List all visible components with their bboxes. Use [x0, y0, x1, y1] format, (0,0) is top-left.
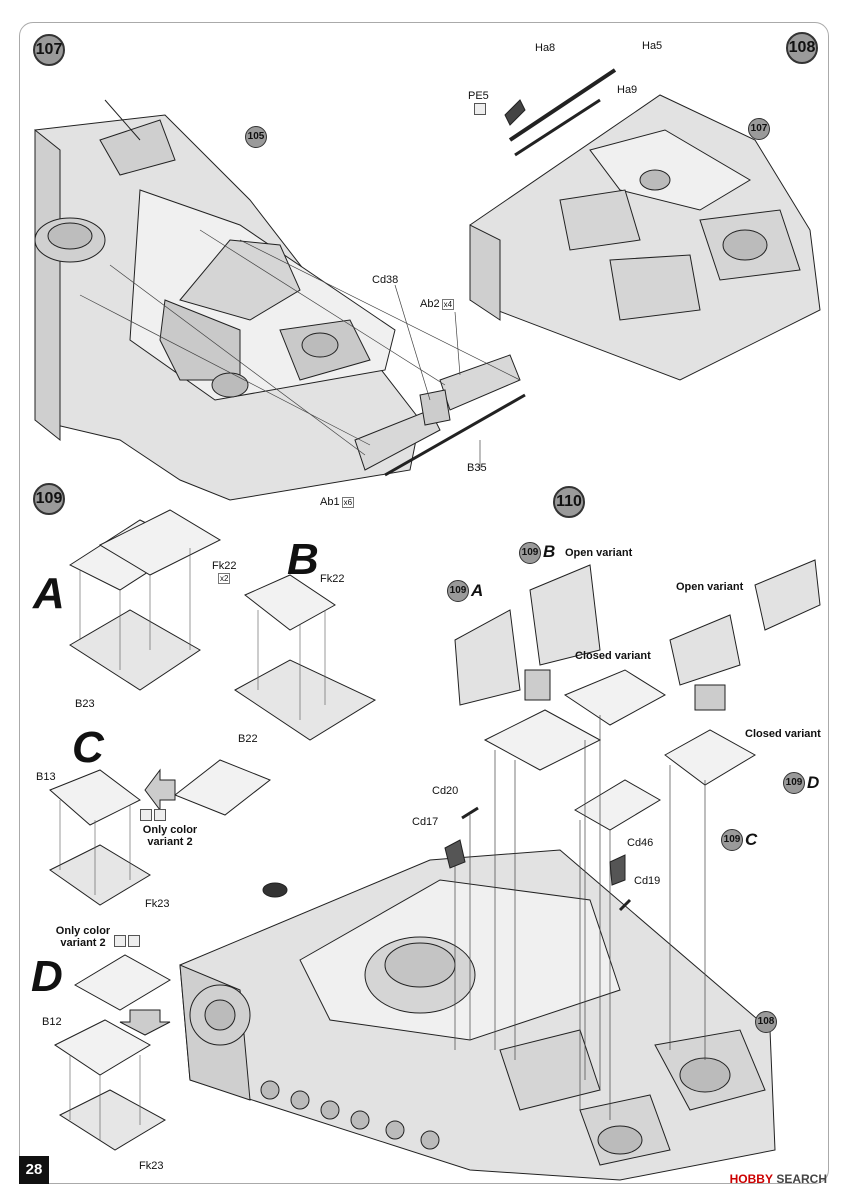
part-label-ha9: Ha9 [617, 84, 638, 96]
part-label-ha8: Ha8 [535, 42, 556, 54]
variant-letter-d: D [807, 773, 820, 792]
part-qty-fk22-a: x2 [218, 572, 231, 584]
watermark-brand: HOBBY [729, 1172, 773, 1186]
note-open-variant-b: Open variant [565, 547, 633, 559]
variant-panels-110 [454, 559, 821, 831]
hatch-b [234, 574, 377, 741]
part-label-fk23-c: Fk23 [145, 898, 170, 910]
variant-letter-c: C [745, 830, 758, 849]
ref-step-108: 108 [755, 1011, 777, 1033]
leader-lines-107 [79, 229, 521, 470]
part-label-b12: B12 [42, 1016, 62, 1028]
part-label-ha5: Ha5 [642, 40, 663, 52]
part-label-fk22-b: Fk22 [320, 573, 345, 585]
hatch-d [54, 954, 171, 1151]
part-label-b13: B13 [36, 771, 56, 783]
part-label-cd17: Cd17 [412, 816, 439, 828]
variant-heading-b: B [287, 535, 319, 584]
part-label-cd19: Cd19 [634, 875, 661, 887]
step-number-110: 110 [553, 486, 585, 518]
ref-step-105: 105 [245, 126, 267, 148]
step-number-109: 109 [33, 483, 65, 515]
watermark: HOBBY SEARCH [730, 1172, 827, 1186]
note-closed-variant-c: Closed variant [575, 650, 651, 662]
part-label-cd38: Cd38 [372, 274, 399, 286]
hatch-c [49, 759, 271, 906]
variant-heading-a: A [33, 569, 65, 618]
ref-step-109-d: 109 [783, 772, 805, 794]
note-only-color-d: Only color variant 2 [55, 925, 111, 949]
step-number-107: 107 [33, 34, 65, 66]
note-closed-variant-d: Closed variant [745, 728, 821, 740]
ref-step-107: 107 [748, 118, 770, 140]
part-label-fk22-a: Fk22 [212, 560, 237, 572]
step-number-108: 108 [786, 32, 818, 64]
color-variant-icon-c2 [154, 809, 166, 821]
spare-track-links-107 [354, 354, 526, 477]
color-variant-icon-c [140, 809, 152, 821]
note-open-variant-d: Open variant [676, 581, 744, 593]
photo-etch-icon [474, 103, 486, 115]
variant-heading-d: D [31, 952, 63, 1001]
ref-step-109-b: 109 [519, 542, 541, 564]
hull-rear-107 [34, 99, 421, 501]
part-label-pe5: PE5 [468, 90, 489, 102]
part-label-b22: B22 [238, 733, 258, 745]
part-label-b23: B23 [75, 698, 95, 710]
hull-rear-108 [469, 68, 821, 381]
hatch-a [68, 509, 222, 691]
part-label-b35: B35 [467, 462, 487, 474]
ref-step-109-a: 109 [447, 580, 469, 602]
variant-letter-b: B [543, 542, 556, 561]
part-label-cd20: Cd20 [432, 785, 459, 797]
variant-heading-c: C [72, 723, 104, 772]
leader-lines-110 [454, 715, 706, 1120]
page-frame [19, 22, 829, 1184]
note-only-color-c: Only color variant 2 [142, 824, 198, 848]
watermark-suffix: SEARCH [776, 1172, 827, 1186]
page-number: 28 [19, 1156, 49, 1184]
ref-step-109-c: 109 [721, 829, 743, 851]
variant-letter-a: A [471, 581, 484, 600]
color-variant-icon-d [114, 935, 126, 947]
part-label-fk23-d: Fk23 [139, 1160, 164, 1172]
part-label-cd46: Cd46 [627, 837, 654, 849]
color-variant-icon-d2 [128, 935, 140, 947]
hull-110 [179, 849, 776, 1181]
